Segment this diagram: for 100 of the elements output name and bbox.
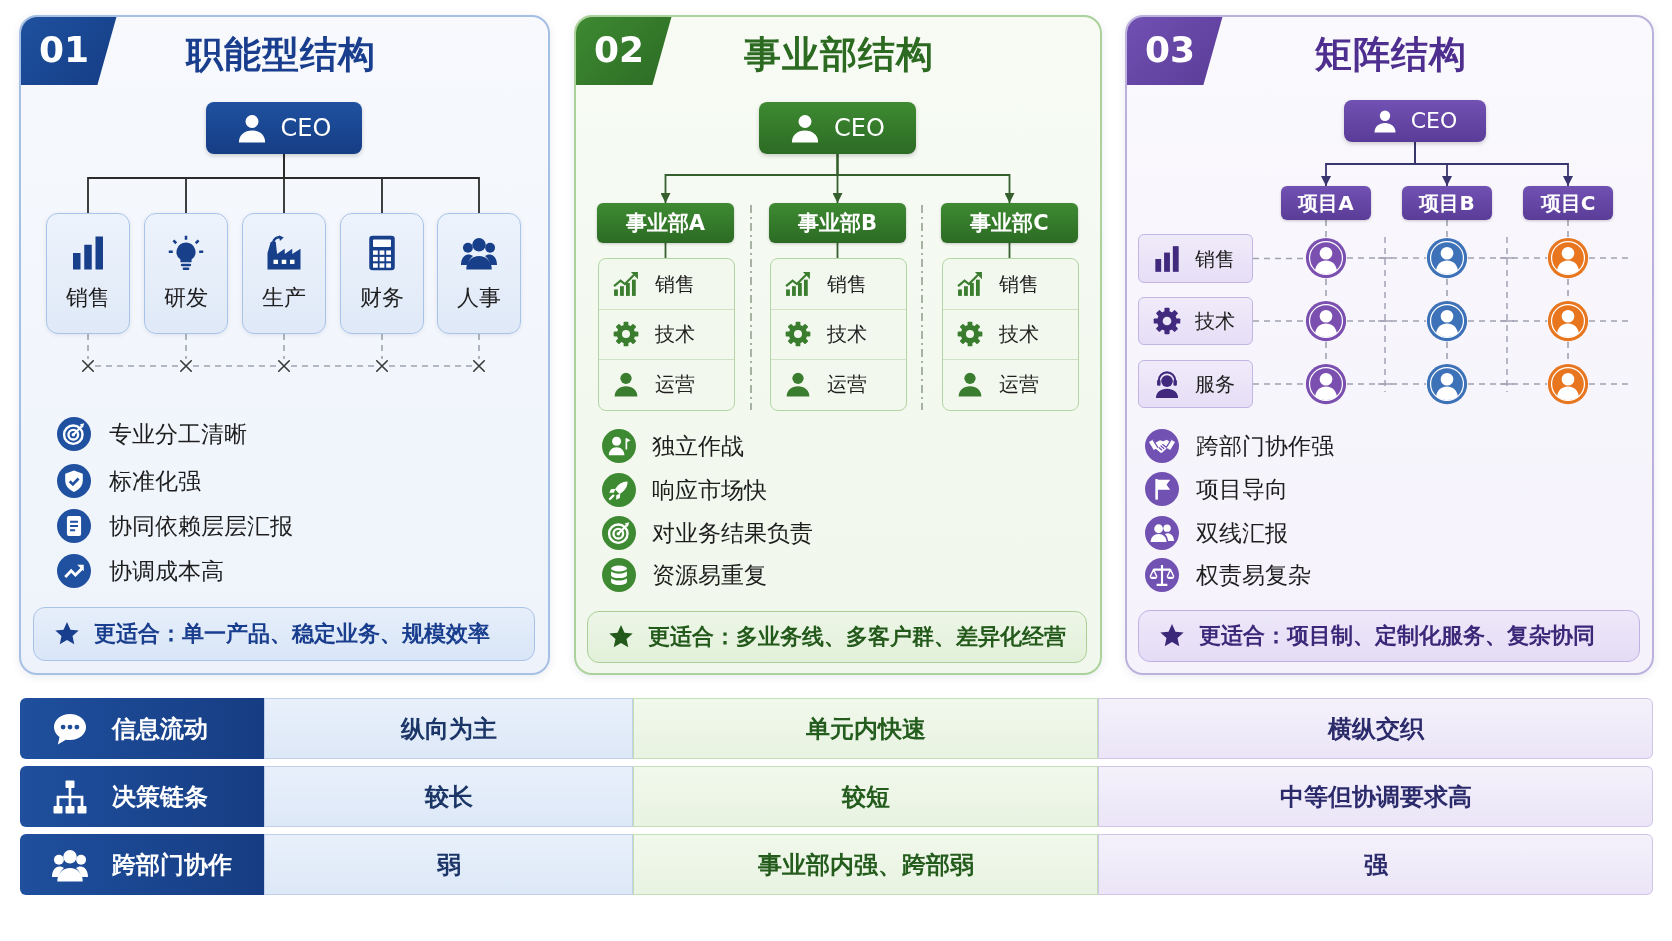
dashed-line bbox=[1346, 257, 1427, 259]
row-header-label: 信息流动 bbox=[112, 713, 208, 744]
cross-icon bbox=[375, 359, 389, 373]
function-name: 销售 bbox=[1195, 246, 1235, 271]
panel-title: 事业部结构 bbox=[744, 32, 934, 78]
dashed-line bbox=[1252, 320, 1306, 322]
department-name: 销售 bbox=[66, 285, 110, 312]
person-icon bbox=[1547, 300, 1589, 342]
department-name: 人事 bbox=[457, 285, 501, 312]
project-box: 项目B bbox=[1402, 186, 1492, 220]
number-badge: 03 bbox=[1127, 17, 1223, 85]
cross-icon bbox=[179, 359, 193, 373]
list-item: 技术 bbox=[827, 322, 867, 346]
row-header-label: 跨部门协作 bbox=[112, 849, 232, 880]
list-item: 销售 bbox=[827, 272, 867, 296]
department-box bbox=[437, 213, 521, 334]
bullet-text: 跨部门协作强 bbox=[1196, 432, 1334, 461]
department-box bbox=[144, 213, 228, 334]
dashed-line bbox=[1346, 320, 1427, 322]
dashed-line bbox=[1588, 257, 1631, 259]
list-item: 运营 bbox=[999, 372, 1039, 396]
number-badge: 02 bbox=[576, 17, 672, 85]
table-cell: 纵向为主 bbox=[264, 698, 633, 759]
person-icon bbox=[1305, 237, 1347, 279]
department-box bbox=[242, 213, 326, 334]
list-box bbox=[770, 258, 907, 411]
table-cell: 弱 bbox=[264, 834, 633, 895]
panel bbox=[574, 15, 1102, 675]
panel-title: 矩阵结构 bbox=[1315, 32, 1467, 78]
bullet-text: 对业务结果负责 bbox=[652, 519, 813, 548]
dashed-line bbox=[1252, 383, 1306, 385]
division-box: 事业部A bbox=[597, 203, 734, 243]
arrow bbox=[836, 153, 1015, 204]
note-banner bbox=[1138, 610, 1640, 662]
table-cell: 单元内快速 bbox=[633, 698, 1098, 759]
role-label: CEO bbox=[280, 113, 332, 143]
note-banner bbox=[33, 607, 535, 661]
person-icon bbox=[1305, 363, 1347, 405]
person-icon bbox=[1426, 237, 1468, 279]
list-item: 技术 bbox=[655, 322, 695, 346]
dashed-line bbox=[1588, 320, 1631, 322]
note-banner bbox=[587, 611, 1087, 663]
dashed-line bbox=[1567, 219, 1569, 238]
project-box: 项目A bbox=[1281, 186, 1371, 220]
dashed-line bbox=[1346, 383, 1427, 385]
department-box bbox=[340, 213, 424, 334]
department-name: 生产 bbox=[262, 285, 306, 312]
function-box bbox=[1138, 297, 1253, 345]
bullet-text: 项目导向 bbox=[1196, 475, 1288, 504]
person-icon bbox=[1305, 300, 1347, 342]
dashed-line bbox=[192, 365, 278, 367]
dashed-line bbox=[1446, 219, 1448, 238]
note-text: 更适合：单一产品、稳定业务、规模效率 bbox=[94, 620, 490, 648]
table-cell: 较长 bbox=[264, 766, 633, 827]
ceo-box bbox=[1344, 100, 1486, 142]
project-box: 项目C bbox=[1523, 186, 1613, 220]
list-item: 技术 bbox=[999, 322, 1039, 346]
cross-icon bbox=[277, 359, 291, 373]
department-box bbox=[46, 213, 130, 334]
connector-line bbox=[836, 242, 839, 259]
ceo-box bbox=[759, 102, 916, 154]
function-name: 服务 bbox=[1195, 372, 1235, 396]
list-item: 运营 bbox=[655, 372, 695, 396]
person-icon bbox=[1547, 363, 1589, 405]
bullet-text: 协调成本高 bbox=[109, 557, 224, 586]
division-box: 事业部C bbox=[941, 203, 1078, 243]
bullet-text: 协同依赖层层汇报 bbox=[109, 512, 293, 541]
note-text: 更适合：项目制、定制化服务、复杂协同 bbox=[1199, 622, 1595, 650]
bullet-text: 权责易复杂 bbox=[1196, 561, 1311, 590]
dashed-line bbox=[94, 365, 180, 367]
function-box bbox=[1138, 360, 1253, 408]
person-icon bbox=[1426, 300, 1468, 342]
person-icon bbox=[1547, 237, 1589, 279]
arrow bbox=[1414, 141, 1573, 187]
dashed-line bbox=[1588, 383, 1631, 385]
table-cell: 横纵交织 bbox=[1098, 698, 1653, 759]
number-badge: 01 bbox=[21, 17, 117, 85]
connector-line bbox=[664, 242, 667, 259]
dashed-line bbox=[1467, 257, 1548, 259]
department-name: 研发 bbox=[164, 285, 208, 312]
bullet-text: 双线汇报 bbox=[1196, 519, 1288, 548]
cross-icon bbox=[81, 359, 95, 373]
ceo-box bbox=[206, 102, 362, 154]
bullet-text: 资源易重复 bbox=[652, 561, 767, 590]
dashed-line bbox=[87, 333, 89, 360]
table-cell: 事业部内强、跨部弱 bbox=[633, 834, 1098, 895]
bullet-text: 独立作战 bbox=[652, 432, 744, 461]
list-box bbox=[942, 258, 1079, 411]
note-text: 更适合：多业务线、多客户群、差异化经营 bbox=[648, 623, 1066, 651]
dashed-line bbox=[185, 333, 187, 360]
list-item: 销售 bbox=[655, 272, 695, 296]
dashed-line bbox=[1325, 219, 1327, 238]
bullet-text: 专业分工清晰 bbox=[109, 420, 247, 449]
list-item: 运营 bbox=[827, 372, 867, 396]
division-box: 事业部B bbox=[769, 203, 906, 243]
panel-title: 职能型结构 bbox=[186, 32, 376, 78]
dashed-line bbox=[1467, 383, 1548, 385]
role-label: CEO bbox=[834, 113, 885, 143]
function-name: 技术 bbox=[1195, 309, 1235, 333]
person-icon bbox=[1426, 363, 1468, 405]
